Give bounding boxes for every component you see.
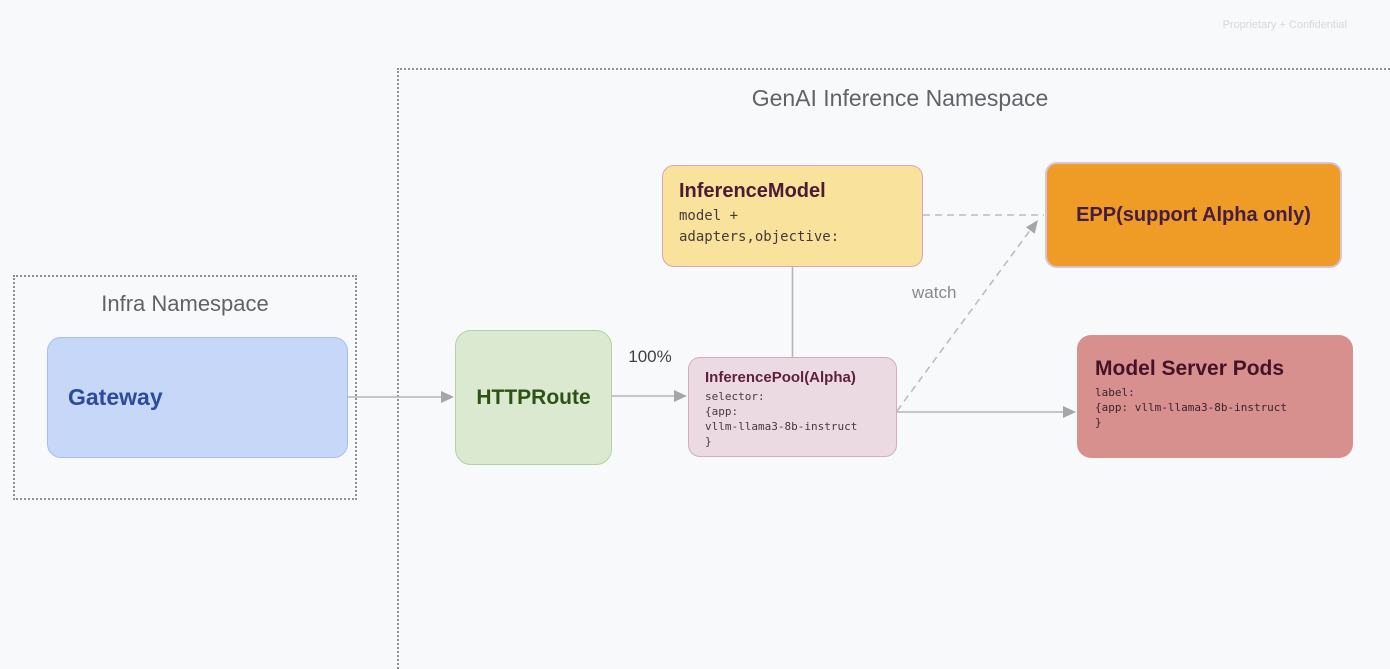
watch-label: watch [912,283,957,302]
inference-pool-body-line: selector: [705,390,765,403]
httproute-label: HTTPRoute [476,385,591,409]
infra-namespace-title: Infra Namespace [101,291,269,316]
infra-namespace-boundary [13,275,357,500]
model-server-pods-node: Model Server Pods label: {app: vllm-llam… [1077,335,1353,458]
inference-model-title: InferenceModel [679,180,826,202]
inference-pool-title: InferencePool(Alpha) [705,369,856,386]
inference-pool-node: InferencePool(Alpha) selector: {app: vll… [688,357,897,457]
epp-node: EPP(support Alpha only) [1045,162,1342,268]
epp-label: EPP(support Alpha only) [1076,203,1311,226]
inference-pool-body-line: } [705,435,712,448]
inference-model-body-line: model + [679,208,739,224]
inference-model-node: InferenceModel model + adapters,objectiv… [662,165,923,267]
gateway-label: Gateway [68,384,163,410]
model-server-pods-title: Model Server Pods [1095,357,1285,380]
genai-inference-namespace-boundary [397,68,1390,669]
genai-namespace-title: GenAI Inference Namespace [751,85,1049,111]
httproute-node: HTTPRoute [455,330,612,465]
inference-model-body-line: adapters,objective: [679,229,840,245]
traffic-percent-label: 100% [628,347,672,366]
model-server-pods-body-line: label: [1095,386,1135,399]
confidentiality-watermark: Proprietary + Confidential [1222,19,1347,31]
inference-pool-body-line: vllm-llama3-8b-instruct [705,420,858,433]
gateway-node: Gateway [47,337,348,458]
model-server-pods-body-line: } [1095,416,1102,429]
model-server-pods-body-line: {app: vllm-llama3-8b-instruct [1095,401,1288,414]
inference-pool-body-line: {app: [705,405,739,418]
